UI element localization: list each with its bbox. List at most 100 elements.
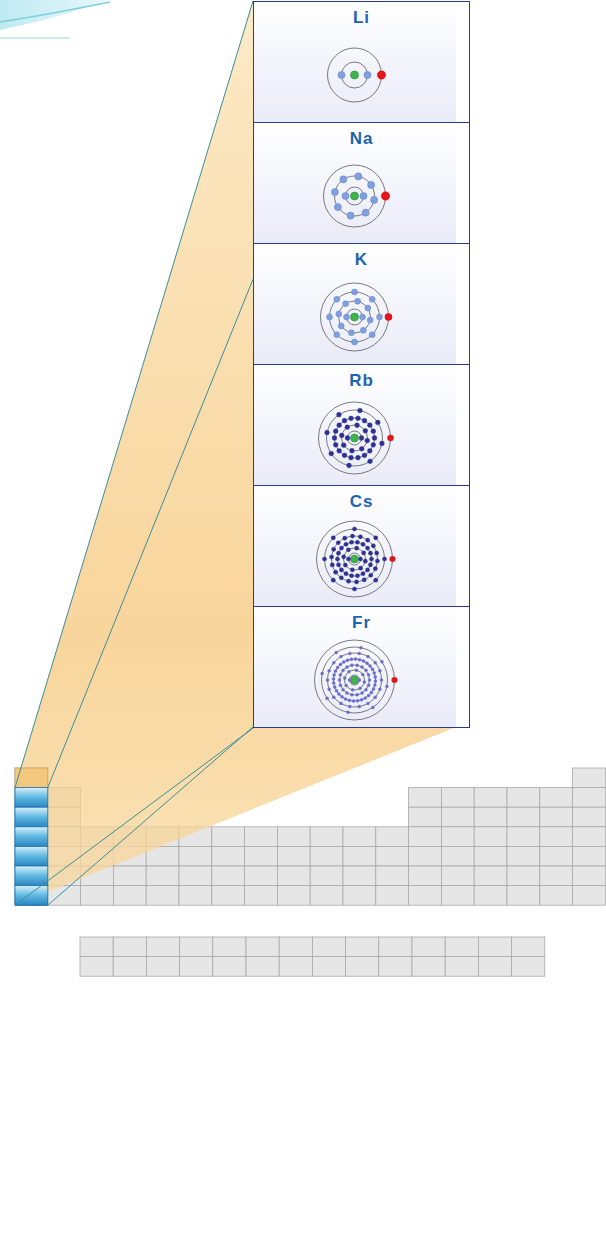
electron [374,578,378,582]
electron [337,412,342,417]
table-cell [474,866,507,886]
electron [377,314,383,320]
table-cell [409,827,442,847]
electron [334,296,340,302]
electron [358,535,362,539]
element-symbol: Cs [254,492,469,512]
electron [367,673,370,676]
electron [338,71,345,78]
electron [335,651,338,654]
zoom-line [15,1,253,788]
electron-shell [344,548,366,570]
electron [336,551,340,555]
electron [367,684,370,687]
corner-line [0,38,70,39]
table-cell [507,788,540,808]
table-cell [573,846,606,866]
table-cell [310,866,343,886]
electron [325,430,330,435]
electron [340,702,343,705]
bohr-model [315,640,398,720]
electron [356,455,361,460]
electron [326,697,329,700]
table-cell [310,827,343,847]
electron [347,670,350,673]
lanthanide-cell [113,937,146,957]
table-cell [540,886,573,906]
electron [358,652,361,655]
electron [372,436,377,441]
lanthanide-cell [346,957,379,977]
electron [334,670,337,673]
electron [332,547,336,551]
table-cell [146,886,179,906]
valence-electron [390,556,396,562]
electron [363,559,367,563]
electron [365,438,370,443]
electron [340,176,347,183]
electron [356,693,359,696]
electron [374,536,378,540]
element-box: Fr [253,606,470,728]
electron [355,423,360,428]
table-cell [409,807,442,827]
table-cell [245,866,278,886]
lanthanide-cell [180,937,213,957]
table-cell [441,866,474,886]
table-cell [245,827,278,847]
electron [373,671,376,674]
table-cell [277,827,310,847]
electron [359,446,364,451]
electron [362,551,366,555]
electron [347,711,350,714]
electron [362,453,367,458]
electron [335,557,339,561]
lanthanide-cell [512,937,545,957]
table-cell [540,807,573,827]
electron [336,311,342,317]
alkali-cell [15,846,48,866]
bohr-model [321,283,393,351]
electron [380,441,385,446]
electron [329,555,333,559]
electron [339,546,343,550]
electron [340,655,343,658]
element-symbol: K [254,250,469,270]
electron [346,666,349,669]
electron [360,327,366,333]
electron [352,699,355,702]
electron [347,212,354,219]
bohr-model [317,521,396,597]
nucleus [351,676,359,684]
electron [352,527,356,531]
electron [373,684,376,687]
alkali-cell [15,886,48,906]
electron [356,416,361,421]
lanthanide-cell [279,937,312,957]
electron [352,587,356,591]
electron [371,668,374,671]
element-box: Li [253,1,470,123]
electron [326,679,329,682]
electron [361,572,365,576]
table-cell [507,886,540,906]
table-cell [310,886,343,906]
lanthanide-cell [379,957,412,977]
lanthanide-cell [113,957,146,977]
electron-shell [342,62,368,88]
electron [371,442,376,447]
electron [336,541,340,545]
electron [369,664,372,667]
electron [332,677,335,680]
nucleus [351,434,359,442]
electron [371,429,376,434]
table-cell [441,886,474,906]
electron [342,555,346,559]
electron [371,196,378,203]
electron [342,453,347,458]
electron [342,192,349,199]
electron [355,173,362,180]
lanthanide-cell [312,957,345,977]
table-cell [474,827,507,847]
electron-shell [334,659,376,701]
